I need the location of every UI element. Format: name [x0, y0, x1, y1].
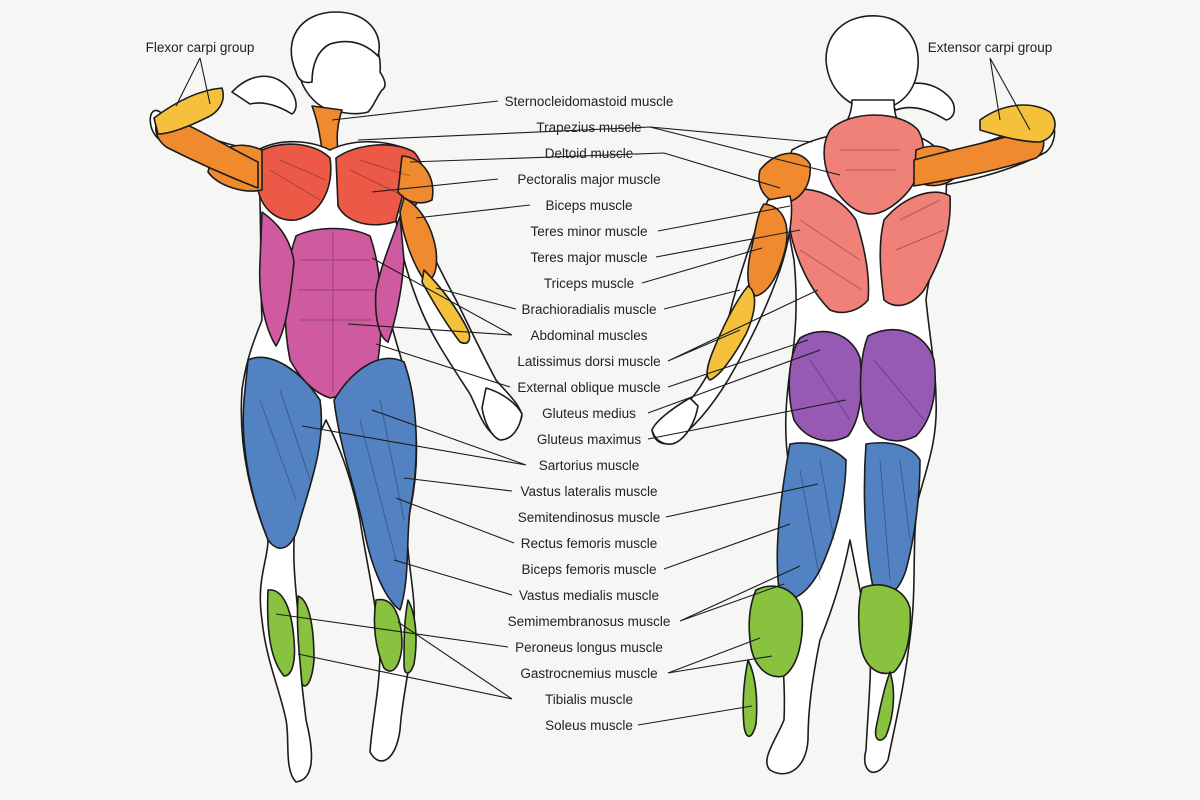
leader-gastrocnemius — [667, 637, 773, 674]
back-head — [825, 15, 919, 111]
front-calf-right-outer — [403, 599, 417, 674]
label-vastus-medialis: Vastus medialis muscle — [519, 588, 659, 603]
back-soleus-left — [742, 659, 758, 738]
leader-deltoid — [409, 152, 781, 189]
back-calf-left — [748, 585, 804, 678]
leader-biceps — [415, 204, 531, 219]
front-pectoral-left — [257, 143, 332, 221]
back-forearm-left — [706, 285, 756, 381]
back-latissimus — [789, 188, 870, 314]
front-fiber-lines — [259, 159, 411, 561]
back-gluteus-right — [859, 328, 936, 442]
label-semitendinosus: Semitendinosus muscle — [518, 510, 661, 525]
front-forearm-raised — [153, 87, 224, 135]
back-latissimus-right — [879, 191, 952, 307]
leader-latissimus — [667, 289, 819, 362]
leader-flexor — [175, 57, 211, 107]
leader-rectus-femoris — [395, 497, 515, 544]
label-soleus: Soleus muscle — [545, 718, 633, 733]
front-body — [149, 11, 523, 783]
label-trapezius: Trapezius muscle — [536, 120, 641, 135]
label-external-oblique: External oblique muscle — [517, 380, 660, 395]
label-abdominal: Abdominal muscles — [530, 328, 647, 343]
leader-semimembranosus — [679, 565, 801, 622]
label-sternocleidomastoid: Sternocleidomastoid muscle — [505, 94, 674, 109]
leader-vastus-medialis — [393, 559, 513, 596]
leader-extensor — [989, 57, 1031, 131]
label-pectoralis-major: Pectoralis major muscle — [517, 172, 660, 187]
back-hanging-hand — [651, 397, 699, 445]
label-extensor-carpi: Extensor carpi group — [928, 40, 1053, 55]
front-obliques-right — [374, 215, 405, 343]
leader-teres-major — [655, 229, 801, 258]
back-hamstring-right — [863, 442, 921, 597]
back-body — [651, 15, 1056, 775]
front-biceps-right — [399, 197, 438, 281]
front-thigh-left — [242, 356, 323, 549]
back-triceps — [747, 203, 788, 297]
front-hand — [481, 387, 523, 441]
leader-gluteus-medius — [647, 349, 821, 414]
leader-tibialis — [297, 621, 513, 700]
label-vastus-lateralis: Vastus lateralis muscle — [520, 484, 657, 499]
leader-brachioradialis — [435, 287, 741, 310]
leader-trapezius — [357, 126, 841, 176]
leader-semitendinosus — [665, 483, 819, 518]
label-teres-major: Teres major muscle — [530, 250, 647, 265]
leader-lines — [175, 57, 1031, 726]
label-gastrocnemius: Gastrocnemius muscle — [520, 666, 657, 681]
label-group: Flexor carpi group Extensor carpi group … — [146, 40, 1053, 733]
label-biceps-femoris: Biceps femoris muscle — [521, 562, 656, 577]
leader-teres-minor — [657, 205, 791, 232]
label-biceps: Biceps muscle — [545, 198, 632, 213]
leader-vastus-lateralis — [403, 477, 513, 492]
leader-soleus — [637, 705, 753, 726]
back-fiber-lines — [799, 149, 945, 581]
leader-sternocleidomastoid — [331, 100, 499, 121]
front-obliques — [258, 211, 295, 347]
label-tibialis: Tibialis muscle — [545, 692, 633, 707]
leader-pectoralis — [371, 178, 499, 193]
label-sartorius: Sartorius muscle — [539, 458, 640, 473]
leader-abdominal — [347, 257, 513, 336]
back-forearm-raised — [979, 104, 1056, 143]
label-semimembranosus: Semimembranosus muscle — [508, 614, 671, 629]
front-upper-arm-raised — [155, 113, 259, 189]
front-thigh-right — [333, 357, 418, 611]
label-gluteus-maximus: Gluteus maximus — [537, 432, 642, 447]
label-teres-minor: Teres minor muscle — [530, 224, 647, 239]
back-hamstring-left — [776, 442, 847, 600]
leader-sartorius — [301, 409, 527, 466]
label-rectus-femoris: Rectus femoris muscle — [521, 536, 658, 551]
back-trapezius — [823, 114, 925, 215]
back-calf-right — [857, 584, 912, 675]
leader-biceps-femoris — [663, 523, 791, 570]
front-forearm-right — [421, 269, 471, 345]
label-flexor-carpi: Flexor carpi group — [146, 40, 255, 55]
back-upper-arm-raised — [913, 129, 1045, 187]
front-neck — [311, 105, 343, 151]
leader-triceps — [641, 247, 763, 284]
label-brachioradialis: Brachioradialis muscle — [521, 302, 656, 317]
label-peroneus-longus: Peroneus longus muscle — [515, 640, 663, 655]
front-calf-right — [373, 598, 403, 672]
label-deltoid: Deltoid muscle — [545, 146, 634, 161]
leader-peroneus — [275, 613, 509, 648]
leader-gluteus-maximus — [647, 399, 847, 440]
back-soleus-right — [874, 671, 895, 741]
front-raised-hand — [231, 75, 297, 115]
front-hair — [290, 11, 380, 84]
leader-external-oblique — [375, 339, 809, 388]
back-gluteus-left — [788, 330, 863, 442]
label-gluteus-medius: Gluteus medius — [542, 406, 636, 421]
label-latissimus-dorsi: Latissimus dorsi muscle — [517, 354, 660, 369]
label-triceps: Triceps muscle — [544, 276, 634, 291]
front-calf-left — [266, 589, 296, 677]
back-deltoid-left — [758, 152, 811, 205]
